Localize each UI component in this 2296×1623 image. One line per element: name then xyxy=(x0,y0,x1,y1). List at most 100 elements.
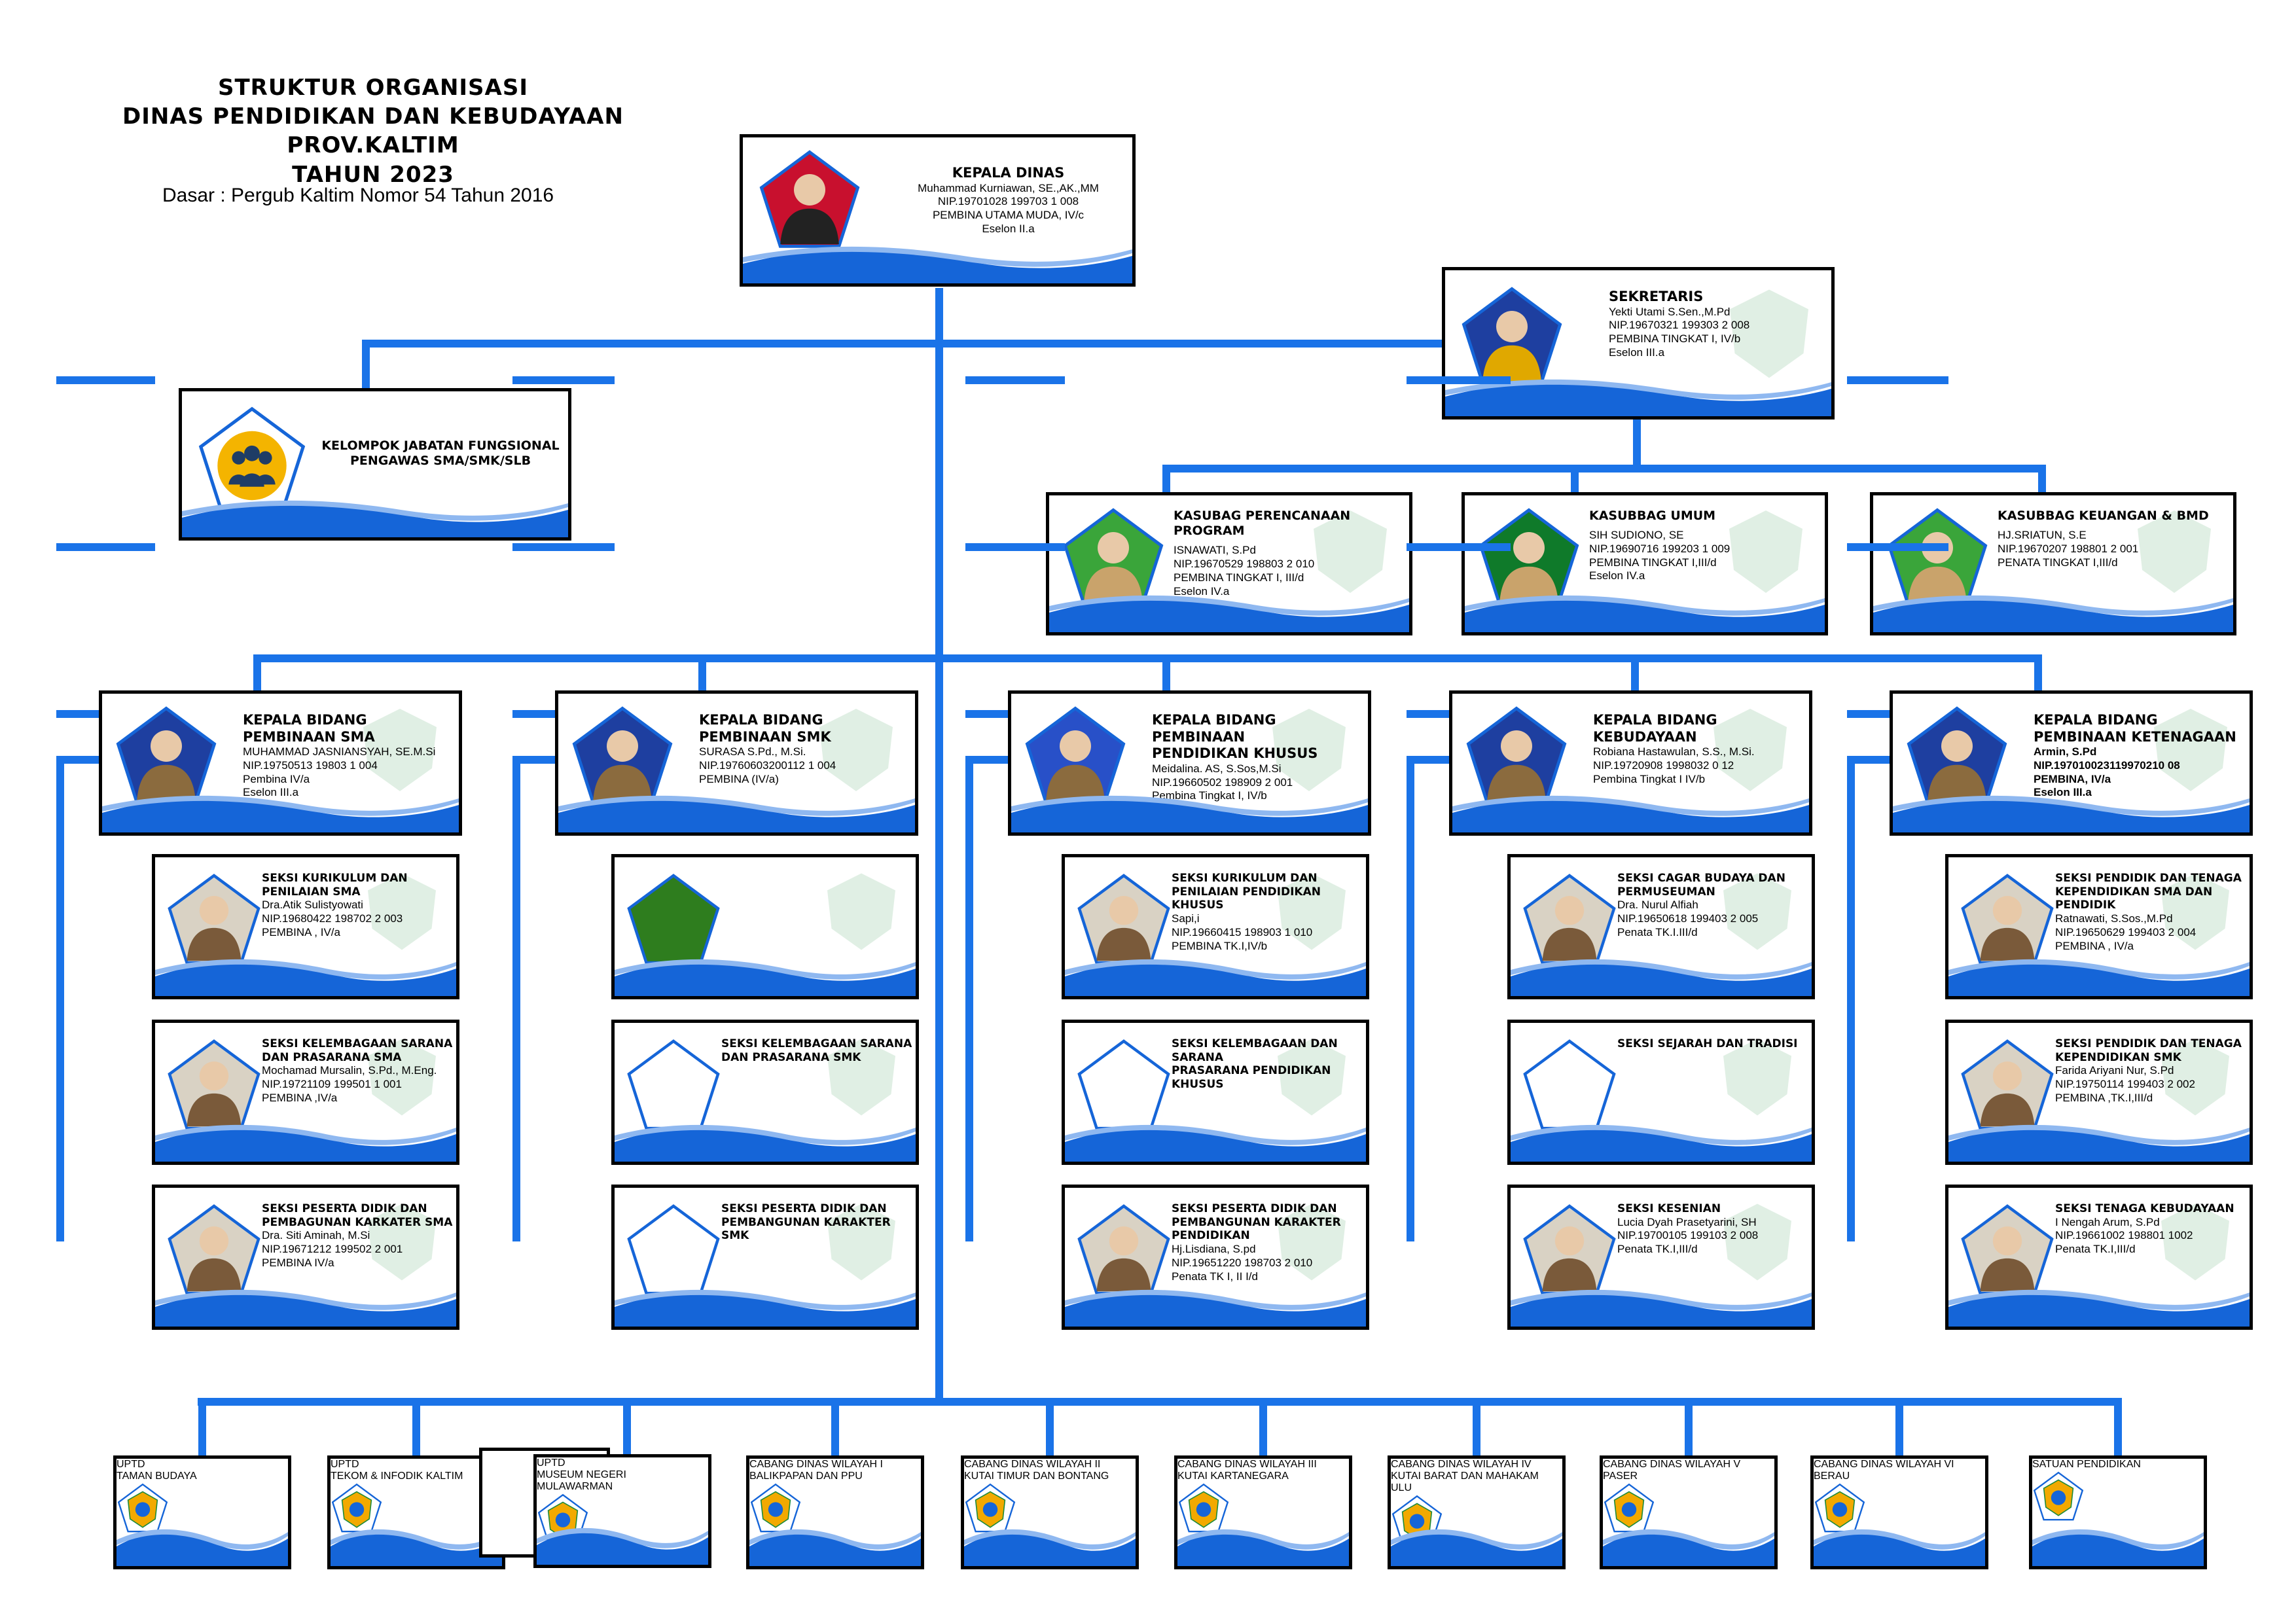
fungsional-branch xyxy=(362,340,939,348)
kepala-dinas-nip: NIP.19701028 199703 1 008 xyxy=(937,195,1079,208)
unit-title-2: KUTAI TIMUR DAN BONTANG xyxy=(964,1471,1109,1482)
title-line-2: DINAS PENDIDIKAN DAN KEBUDAYAAN PROV.KAL… xyxy=(122,103,624,159)
column-top-branch xyxy=(56,756,102,764)
seksi-nip: NIP.19750114 199403 2 002 xyxy=(2055,1078,2195,1091)
seksi-rank: PEMBINA , IV/a xyxy=(262,925,340,938)
empty-photo-placeholder xyxy=(625,872,722,969)
kaltim-emblem-watermark xyxy=(1715,1200,1800,1285)
unit-title-2: TAMAN BUDAYA xyxy=(117,1471,197,1482)
seksi-branch xyxy=(56,543,155,551)
bidang-bar xyxy=(253,654,2042,662)
bidang-photo xyxy=(570,704,675,809)
bidang-title-2: PEMBINAAN KETENAGAAN xyxy=(2034,728,2236,745)
wave-decoration xyxy=(1065,1287,1366,1327)
seksi-box-2-1[interactable] xyxy=(611,854,919,999)
units-bar xyxy=(198,1398,2115,1406)
seksi-branch xyxy=(1847,543,1948,551)
kaltim-emblem-watermark xyxy=(1720,285,1818,383)
seksi-title-2: PRASARANA PENDIDIKAN KHUSUS xyxy=(1172,1064,1331,1092)
kaltim-emblem-watermark xyxy=(1720,506,1812,597)
wave-decoration xyxy=(615,1287,916,1327)
bidang-rank: PEMBINA (IV/a) xyxy=(699,772,779,785)
seksi-nip: NIP.19650618 199403 2 005 xyxy=(1617,912,1759,925)
seksi-title-2: PEMBANGUNAN KARAKTER xyxy=(1172,1215,1341,1229)
unit-box-10[interactable]: SATUAN PENDIDIKAN xyxy=(2029,1455,2207,1569)
seksi-nip: NIP.19680422 198702 2 003 xyxy=(262,912,403,925)
bidang-drop-2 xyxy=(698,654,706,694)
seksi-rank: PEMBINA IV/a xyxy=(262,1256,334,1269)
column-top-branch xyxy=(965,756,1011,764)
bidang-rank: Pembina Tingkat I IV/b xyxy=(1593,772,1706,785)
unit-drop xyxy=(412,1398,420,1457)
wave-decoration xyxy=(1445,377,1831,416)
bidang-title-2: PEMBINAAN SMA xyxy=(243,728,375,745)
seksi-photo xyxy=(1959,1037,2056,1134)
kasubbag-nip: NIP.19690716 199203 1 009 xyxy=(1589,542,1731,555)
wave-decoration xyxy=(1948,1122,2250,1162)
seksi-rank: Penata TK I, II I/d xyxy=(1172,1270,1258,1283)
seksi-title-1: SEKSI KURIKULUM DAN xyxy=(262,872,408,885)
seksi-photo xyxy=(1075,1202,1172,1299)
kaltim-emblem-watermark xyxy=(1269,1035,1354,1120)
unit-title-1: UPTD xyxy=(331,1459,359,1470)
kaltim-emblem-watermark xyxy=(1704,704,1796,796)
seksi-photo xyxy=(166,872,262,969)
kaltim-emblem-watermark xyxy=(2145,704,2236,796)
unit-drop xyxy=(1895,1398,1903,1457)
wave-decoration xyxy=(1814,1527,1985,1566)
sekretaris-title: SEKRETARIS xyxy=(1609,289,1704,304)
seksi-photo xyxy=(166,1202,262,1299)
unit-logos xyxy=(1177,1482,1349,1535)
seksi-box-4-2[interactable]: SEKSI SEJARAH DAN TRADISI xyxy=(1507,1020,1815,1165)
unit-title-1: CABANG DINAS WILAYAH III xyxy=(1177,1459,1317,1470)
kasubbag-eselon: Eselon IV.a xyxy=(1174,584,1230,597)
seksi-name: Ratnawati, S.Sos.,M.Pd xyxy=(2055,912,2173,925)
seksi-title-1: SEKSI KESENIAN xyxy=(1617,1202,1721,1215)
column-spine xyxy=(1847,756,1855,1241)
bidang-drop-3 xyxy=(1162,654,1170,694)
wave-decoration xyxy=(1603,1527,1774,1566)
wave-decoration xyxy=(155,1122,456,1162)
seksi-nip: NIP.19651220 198703 2 010 xyxy=(1172,1256,1313,1269)
